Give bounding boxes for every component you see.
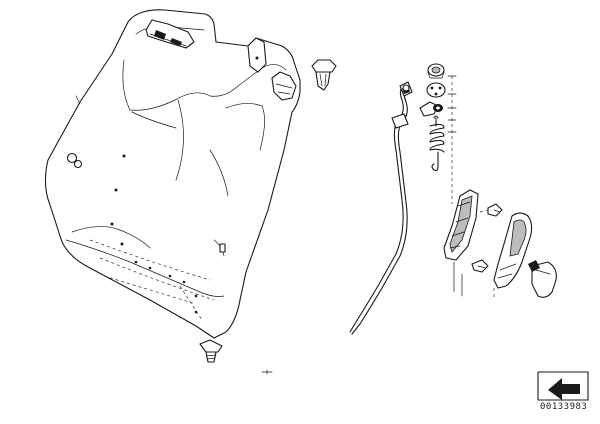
arrow-icon: [548, 378, 580, 400]
direction-arrow-box: [537, 371, 589, 401]
bushing[interactable]: [426, 82, 446, 98]
leader-line-lever-vertical: [453, 261, 463, 297]
tension-spring[interactable]: [429, 115, 445, 172]
leader-ticks: [447, 75, 457, 133]
leader-line-left: [75, 95, 81, 105]
lever-bolt-upper[interactable]: [487, 203, 503, 217]
grommet-top[interactable]: [427, 63, 445, 79]
panel-clip[interactable]: [271, 71, 297, 101]
headrest-latch-bracket[interactable]: [145, 19, 195, 49]
leader-line-bolt: [479, 209, 489, 213]
lever-bolt-lower[interactable]: [471, 259, 489, 273]
expanding-rivet[interactable]: [311, 59, 337, 91]
release-handle[interactable]: [493, 212, 533, 289]
handle-cover[interactable]: [528, 260, 557, 298]
cable-clip[interactable]: [419, 101, 443, 117]
part-number-label: 00133983: [540, 402, 588, 412]
panel-screw[interactable]: [199, 339, 223, 363]
side-mounting-tab[interactable]: [247, 37, 267, 73]
backrest-panel[interactable]: [44, 9, 301, 339]
leader-line-bottom: [261, 369, 273, 375]
lever-bracket[interactable]: [443, 189, 479, 261]
release-cable[interactable]: [349, 81, 413, 335]
